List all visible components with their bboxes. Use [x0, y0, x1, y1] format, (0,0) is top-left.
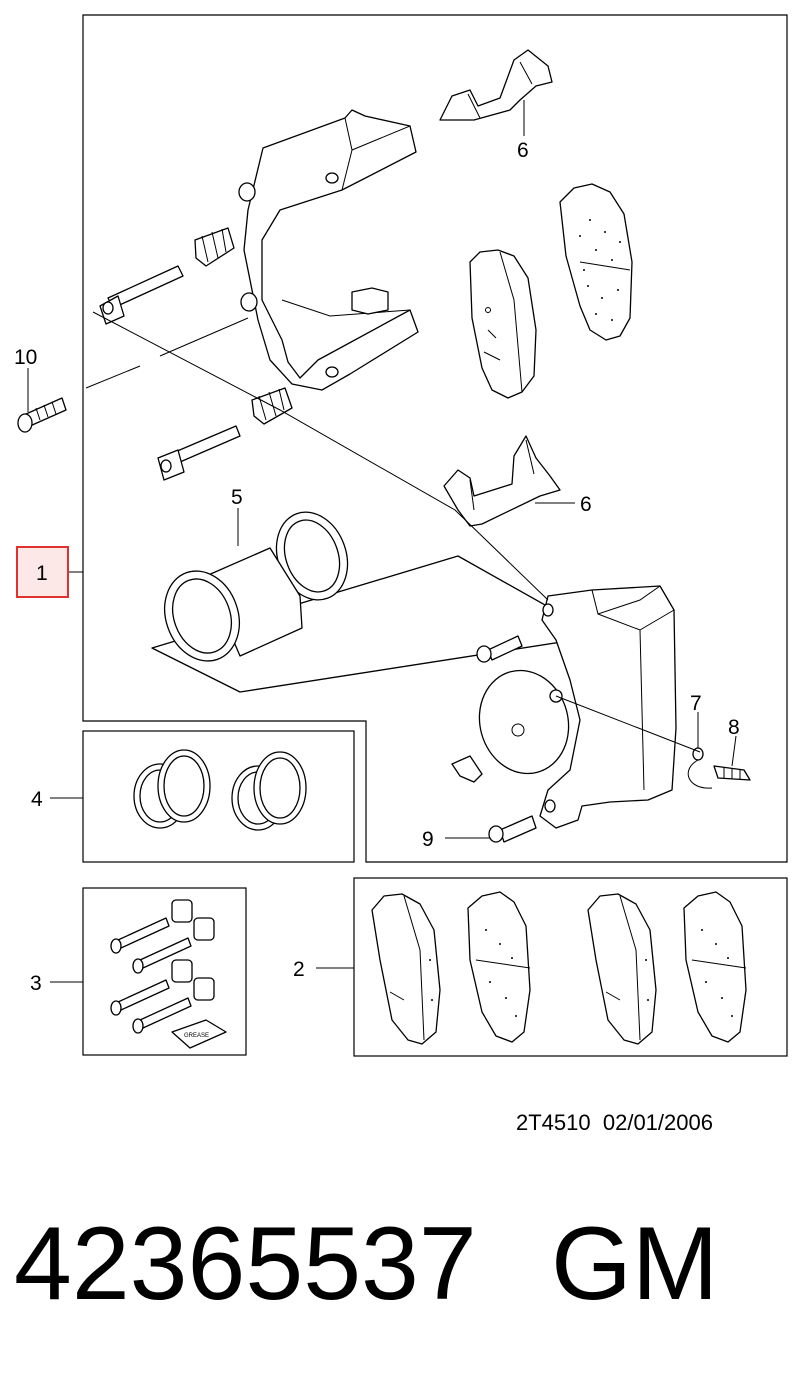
brake-pad-outer: [559, 183, 633, 341]
frame-piston-seals: [82, 730, 355, 863]
callout-1-highlight[interactable]: [16, 546, 69, 598]
guide-pin-lower: [157, 425, 241, 481]
guide-pin-upper: [99, 265, 184, 325]
callout-1[interactable]: 1: [36, 562, 48, 585]
piston-seal-kit: [133, 749, 307, 831]
guide-pin-boot-upper: [194, 227, 235, 267]
bleeder-screw-8: [713, 765, 751, 781]
callout-6-upper: 6: [517, 139, 529, 162]
leader-8: [731, 735, 737, 767]
caliper-housing: [478, 585, 677, 829]
callout-7: 7: [690, 692, 702, 715]
anti-rattle-clip-lower: [443, 435, 561, 527]
callout-5: 5: [231, 486, 243, 509]
bleeder-hose-fitting: [451, 755, 483, 783]
anti-rattle-clip-upper: [439, 49, 553, 121]
pad-friction-texture: [579, 219, 621, 321]
callout-10: 10: [14, 346, 37, 369]
drawing-code: 2T4510: [516, 1110, 591, 1135]
brake-pad-inner: [469, 249, 537, 399]
caliper-bracket: [238, 109, 419, 391]
caliper-bolt-upper: [476, 635, 523, 663]
assembly-line-c: [555, 695, 701, 753]
caliper-bolt-9: [488, 815, 537, 843]
pad-set-friction-texture: [429, 929, 733, 1017]
bolt-10: [17, 397, 67, 433]
frame-guide-pin-kit: [82, 887, 247, 1056]
callout-8: 8: [728, 716, 740, 739]
callout-2: 2: [293, 958, 305, 981]
caliper-piston: [151, 511, 601, 693]
guide-pin-kit: GREASE: [110, 899, 227, 1049]
callout-6-lower: 6: [580, 493, 592, 516]
assembly-line-a: [92, 311, 549, 601]
assembly-line-b: [85, 317, 249, 389]
callout-4: 4: [31, 788, 43, 811]
drawing-reference: 2T4510 02/01/2006: [516, 1110, 713, 1136]
callout-9: 9: [422, 828, 434, 851]
brand-name: GM: [551, 1206, 719, 1322]
grease-packet-label: GREASE: [184, 1033, 209, 1039]
main-assembly-frame: [82, 14, 788, 863]
brake-pad-set: [371, 891, 747, 1045]
grease-packet: [171, 1019, 227, 1049]
frame-brake-pad-set: [353, 877, 788, 1057]
callout-3: 3: [30, 972, 42, 995]
dust-cap-7: [687, 747, 713, 789]
part-number: 42365537: [14, 1206, 477, 1322]
drawing-date: 02/01/2006: [602, 1110, 713, 1135]
